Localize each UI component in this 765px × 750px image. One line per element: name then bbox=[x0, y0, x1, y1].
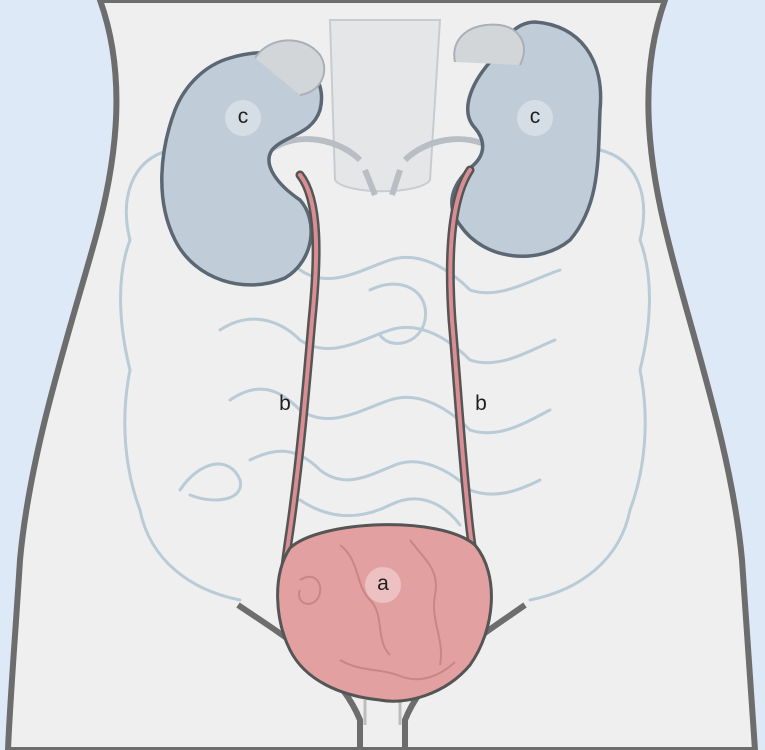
aorta-vena-cava bbox=[330, 20, 440, 191]
label-ureter-right: b bbox=[463, 387, 499, 423]
label-kidney-right: c bbox=[517, 100, 553, 136]
label-bladder: a bbox=[365, 567, 401, 603]
bladder bbox=[278, 525, 492, 702]
label-kidney-left: c bbox=[225, 100, 261, 136]
label-ureter-left: b bbox=[267, 387, 303, 423]
